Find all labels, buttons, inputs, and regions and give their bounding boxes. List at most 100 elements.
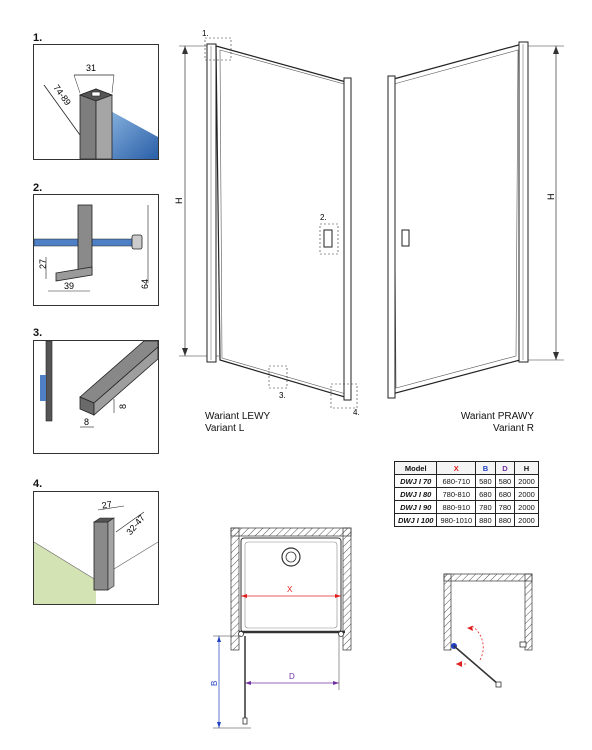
detail-1-label: 1. bbox=[33, 32, 43, 44]
dim-74-89: 74-89 bbox=[51, 83, 73, 108]
d-label: D bbox=[289, 672, 295, 681]
dim-64: 64 bbox=[140, 279, 150, 289]
cell-h: 2000 bbox=[514, 513, 539, 527]
bottom-seal bbox=[55, 266, 93, 282]
variant-right-line1: Wariant PRAWY bbox=[460, 411, 534, 422]
door-handle-left bbox=[323, 229, 333, 248]
cell-b: 580 bbox=[475, 474, 496, 488]
hinge-slot bbox=[91, 91, 101, 97]
drain bbox=[281, 547, 301, 567]
wall-profile bbox=[93, 521, 109, 591]
callout-box-2 bbox=[319, 223, 339, 255]
cell-d: 780 bbox=[494, 500, 516, 514]
table-row: DWJ I 90 880-910 780 780 2000 bbox=[393, 500, 539, 514]
detail-2-box: 27 39 64 bbox=[33, 194, 159, 306]
wall-profile bbox=[77, 204, 93, 276]
dim-8-height: 8 bbox=[118, 404, 128, 409]
cell-d: 580 bbox=[494, 474, 516, 488]
door-variant-right: H bbox=[387, 41, 564, 399]
cell-model: DWJ I 90 bbox=[393, 500, 438, 514]
cell-model: DWJ I 100 bbox=[393, 513, 438, 527]
door-handle-right bbox=[401, 229, 410, 247]
detail-3-drawing: 8 8 bbox=[40, 341, 158, 428]
wall-profile-right bbox=[518, 41, 529, 363]
height-label-left: H bbox=[175, 198, 184, 205]
detail-2-label: 2. bbox=[33, 182, 43, 194]
cell-h: 2000 bbox=[514, 500, 539, 514]
model-spec-table: Model X B D H DWJ I 70 680-710 580 580 2… bbox=[393, 461, 539, 527]
col-d: D bbox=[494, 461, 516, 475]
seal-top bbox=[79, 341, 158, 404]
detail-3-label: 3. bbox=[33, 327, 43, 339]
table-row: DWJ I 100 980-1010 880 880 2000 bbox=[393, 513, 539, 527]
cell-model: DWJ I 80 bbox=[393, 487, 438, 501]
swing-back-wall bbox=[443, 573, 533, 582]
swing-left-wall bbox=[443, 573, 452, 651]
detail-4-drawing: 27 32-47 bbox=[34, 499, 158, 604]
seal-side bbox=[93, 346, 158, 416]
cell-b: 680 bbox=[475, 487, 496, 501]
door-panel-right bbox=[389, 43, 523, 395]
dim-39: 39 bbox=[64, 281, 74, 291]
plan-view-tray: X D B bbox=[210, 527, 352, 729]
profile-left bbox=[45, 341, 53, 422]
door-edge-profile-left bbox=[343, 77, 352, 401]
table-header-row: Model X B D H bbox=[393, 461, 539, 475]
floor-area bbox=[34, 542, 96, 604]
callout-1: 1. bbox=[202, 29, 209, 38]
variant-left-line1: Wariant LEWY bbox=[205, 411, 271, 422]
b-label: B bbox=[210, 681, 219, 686]
variant-left-line2: Variant L bbox=[205, 423, 245, 434]
left-wall bbox=[230, 527, 240, 651]
col-model: Model bbox=[393, 461, 438, 475]
variant-right-line2: Variant R bbox=[493, 423, 534, 434]
callout-box-3 bbox=[268, 365, 288, 389]
glass-edge bbox=[40, 375, 46, 401]
cell-x: 880-910 bbox=[436, 500, 477, 514]
callout-3: 3. bbox=[279, 391, 286, 400]
cell-model: DWJ I 70 bbox=[393, 474, 438, 488]
cell-x: 680-710 bbox=[436, 474, 477, 488]
dim-32-47: 32-47 bbox=[124, 513, 146, 537]
detail-1-drawing: 31 74-89 bbox=[43, 63, 158, 159]
door-variant-left: H 1. 2. 3. 4. bbox=[175, 29, 360, 417]
cell-h: 2000 bbox=[514, 487, 539, 501]
swing-arc bbox=[471, 625, 484, 661]
callout-4: 4. bbox=[353, 408, 360, 417]
callout-box-4 bbox=[330, 383, 358, 409]
profile-side bbox=[107, 517, 115, 591]
x-label: X bbox=[287, 585, 293, 594]
cell-h: 2000 bbox=[514, 474, 539, 488]
variant-left-caption: Wariant LEWY Variant L bbox=[205, 411, 270, 435]
plan-view-swing bbox=[443, 573, 533, 688]
callout-2: 2. bbox=[320, 213, 327, 222]
variant-right-caption: Wariant PRAWY Variant R bbox=[458, 411, 534, 435]
detail-3-box: 8 8 bbox=[33, 340, 159, 454]
dim-8-width: 8 bbox=[84, 417, 89, 427]
detail-1-box: 31 74-89 bbox=[33, 44, 159, 160]
hinge-pin bbox=[131, 234, 143, 250]
detail-4-label: 4. bbox=[33, 478, 43, 490]
cell-b: 880 bbox=[475, 513, 496, 527]
cell-x: 780-810 bbox=[436, 487, 477, 501]
dim-31: 31 bbox=[86, 63, 96, 73]
dim-27: 27 bbox=[38, 259, 48, 269]
height-label-right: H bbox=[546, 194, 556, 201]
col-b: B bbox=[475, 461, 496, 475]
dim-27: 27 bbox=[101, 499, 113, 511]
col-h: H bbox=[514, 461, 539, 475]
right-wall bbox=[342, 527, 352, 651]
cell-d: 680 bbox=[494, 487, 516, 501]
swing-door-leaf bbox=[453, 645, 499, 685]
detail-2-drawing: 27 39 64 bbox=[34, 204, 150, 292]
cell-x: 980-1010 bbox=[436, 513, 477, 527]
col-x: X bbox=[436, 461, 477, 475]
swing-right-wall bbox=[524, 573, 533, 651]
table-row: DWJ I 80 780-810 680 680 2000 bbox=[393, 487, 539, 501]
table-row: DWJ I 70 680-710 580 580 2000 bbox=[393, 474, 539, 488]
detail-4-box: 27 32-47 bbox=[33, 491, 159, 605]
cell-b: 780 bbox=[475, 500, 496, 514]
cell-d: 880 bbox=[494, 513, 516, 527]
door-panel-left bbox=[215, 45, 349, 399]
wall-profile-left bbox=[206, 43, 217, 363]
